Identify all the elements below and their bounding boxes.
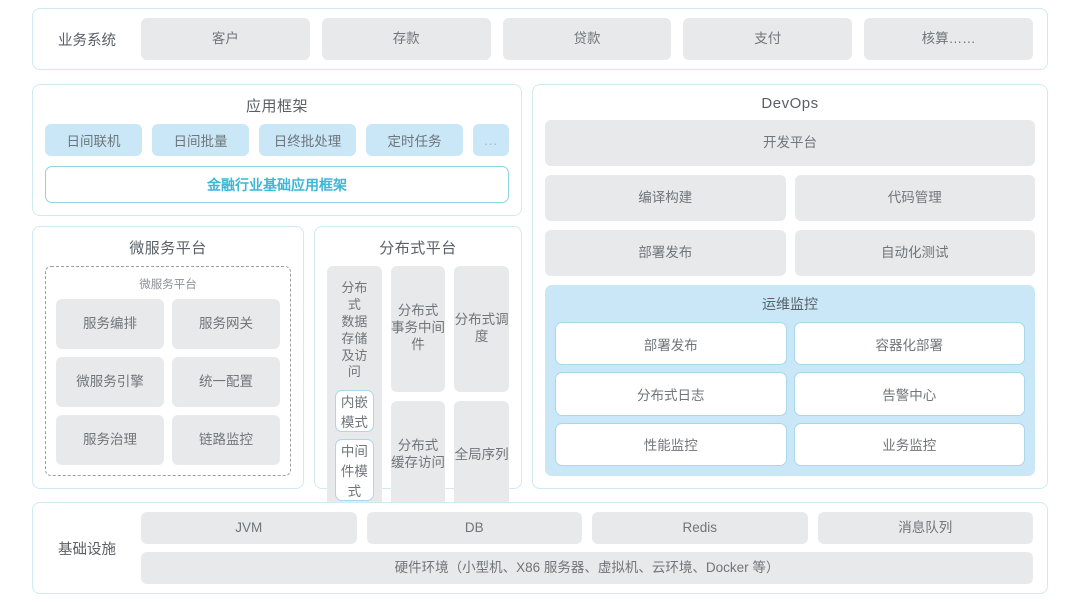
distributed-mode-item[interactable]: 中间件模式 [335,439,374,502]
app-framework-title: 应用框架 [245,98,308,115]
devops-row: 部署发布 自动化测试 [545,230,1035,276]
infrastructure-item[interactable]: 消息队列 [817,512,1033,544]
distributed-platform-title: 分布式平台 [379,240,457,257]
base-framework-bar[interactable]: 金融行业基础应用框架 [45,166,509,203]
distributed-item[interactable]: 分布式 缓存访问 [390,400,446,510]
business-system-item[interactable]: 贷款 [502,18,672,60]
devops-title: DevOps [761,95,819,112]
distributed-data-storage-title-line2: 数据存储及访问 [341,313,368,380]
business-systems-label: 业务系统 [58,32,116,49]
distributed-data-storage-group[interactable]: 分布式 数据存储及访问 内嵌模式 中间件模式 [327,266,382,510]
infrastructure-item[interactable]: JVM [141,512,357,544]
ops-monitor-title: 运维监控 [762,296,818,312]
app-framework-item[interactable]: 日间联机 [45,124,143,156]
distributed-data-storage-title: 分布式 数据存储及访问 [335,274,374,390]
distributed-item[interactable]: 全局序列 [454,400,509,510]
app-framework-items: 日间联机 日间批量 日终批处理 定时任务 ... [45,124,509,156]
microservice-platform-panel: 微服务平台 微服务平台 服务编排 服务网关 微服务引擎 统一配置 服务治理 链路… [32,226,304,489]
devops-panel: DevOps 开发平台 编译构建 代码管理 部署发布 自动化测试 运维监控 部署… [532,84,1048,489]
microservice-item[interactable]: 服务编排 [56,299,164,349]
distributed-item[interactable]: 分布式 事务中间件 [390,266,446,392]
infrastructure-body: JVM DB Redis 消息队列 硬件环境（小型机、X86 服务器、虚拟机、云… [141,512,1033,584]
distributed-item-text: 分布式 事务中间件 [390,303,445,353]
microservice-platform-title: 微服务平台 [129,240,207,257]
business-system-item[interactable]: 存款 [321,18,491,60]
infrastructure-item[interactable]: DB [366,512,582,544]
ops-monitor-item[interactable]: 告警中心 [793,372,1025,416]
platform-column: 应用框架 日间联机 日间批量 日终批处理 定时任务 ... 金融行业基础应用框架… [32,84,522,510]
devops-row: 编译构建 代码管理 [545,175,1035,221]
devops-item[interactable]: 部署发布 [545,230,786,276]
business-systems-panel: 业务系统 客户 存款 贷款 支付 核算…… [32,8,1048,70]
microservice-inner-box: 微服务平台 服务编排 服务网关 微服务引擎 统一配置 服务治理 链路监控 [45,266,291,476]
app-framework-item[interactable]: 日间批量 [152,124,250,156]
hardware-environment-bar[interactable]: 硬件环境（小型机、X86 服务器、虚拟机、云环境、Docker 等） [141,552,1033,584]
business-system-item[interactable]: 客户 [141,18,310,60]
ops-monitor-item[interactable]: 容器化部署 [793,322,1025,366]
devops-item[interactable]: 自动化测试 [794,230,1035,276]
app-framework-item[interactable]: 定时任务 [366,124,464,156]
business-systems-items: 客户 存款 贷款 支付 核算…… [141,18,1033,60]
app-framework-panel: 应用框架 日间联机 日间批量 日终批处理 定时任务 ... 金融行业基础应用框架 [32,84,522,216]
microservice-item[interactable]: 链路监控 [172,415,280,465]
infrastructure-panel: 基础设施 JVM DB Redis 消息队列 硬件环境（小型机、X86 服务器、… [32,502,1048,594]
microservice-inner-title: 微服务平台 [139,279,197,291]
microservice-item[interactable]: 统一配置 [172,357,280,407]
ops-monitor-item[interactable]: 分布式日志 [555,372,787,416]
distributed-items: 分布式 数据存储及访问 内嵌模式 中间件模式 分布式 事务中间件 [327,266,509,510]
microservice-item[interactable]: 服务网关 [172,299,280,349]
microservice-item[interactable]: 服务治理 [56,415,164,465]
distributed-item-text: 分布式 缓存访问 [390,438,445,470]
platforms-row: 微服务平台 微服务平台 服务编排 服务网关 微服务引擎 统一配置 服务治理 链路… [32,226,522,510]
infrastructure-label: 基础设施 [58,541,116,558]
app-framework-more-item[interactable]: ... [473,124,509,156]
middle-section: 应用框架 日间联机 日间批量 日终批处理 定时任务 ... 金融行业基础应用框架… [32,84,1048,510]
distributed-data-storage-title-line1: 分布式 [341,280,368,312]
infrastructure-items: JVM DB Redis 消息队列 [141,512,1033,544]
ops-monitor-group: 运维监控 部署发布 容器化部署 分布式日志 告警中心 性能监控 业务监控 [545,285,1035,476]
app-framework-item[interactable]: 日终批处理 [259,124,357,156]
microservice-items: 服务编排 服务网关 微服务引擎 统一配置 服务治理 链路监控 [56,299,280,465]
ops-monitor-item[interactable]: 部署发布 [555,322,787,366]
microservice-item[interactable]: 微服务引擎 [56,357,164,407]
ops-monitor-items: 部署发布 容器化部署 分布式日志 告警中心 性能监控 业务监控 [555,322,1025,466]
distributed-mode-item[interactable]: 内嵌模式 [335,390,374,433]
distributed-item[interactable]: 分布式调度 [454,266,509,392]
distributed-platform-panel: 分布式平台 分布式 数据存储及访问 内嵌模式 中间件模式 [314,226,522,510]
devops-item[interactable]: 代码管理 [794,175,1035,221]
ops-monitor-item[interactable]: 性能监控 [555,422,787,466]
devops-item[interactable]: 编译构建 [545,175,786,221]
infrastructure-item[interactable]: Redis [592,512,808,544]
ops-monitor-item[interactable]: 业务监控 [793,422,1025,466]
devops-platform-item[interactable]: 开发平台 [545,120,1035,166]
business-system-item[interactable]: 支付 [683,18,853,60]
business-system-item[interactable]: 核算…… [864,18,1033,60]
